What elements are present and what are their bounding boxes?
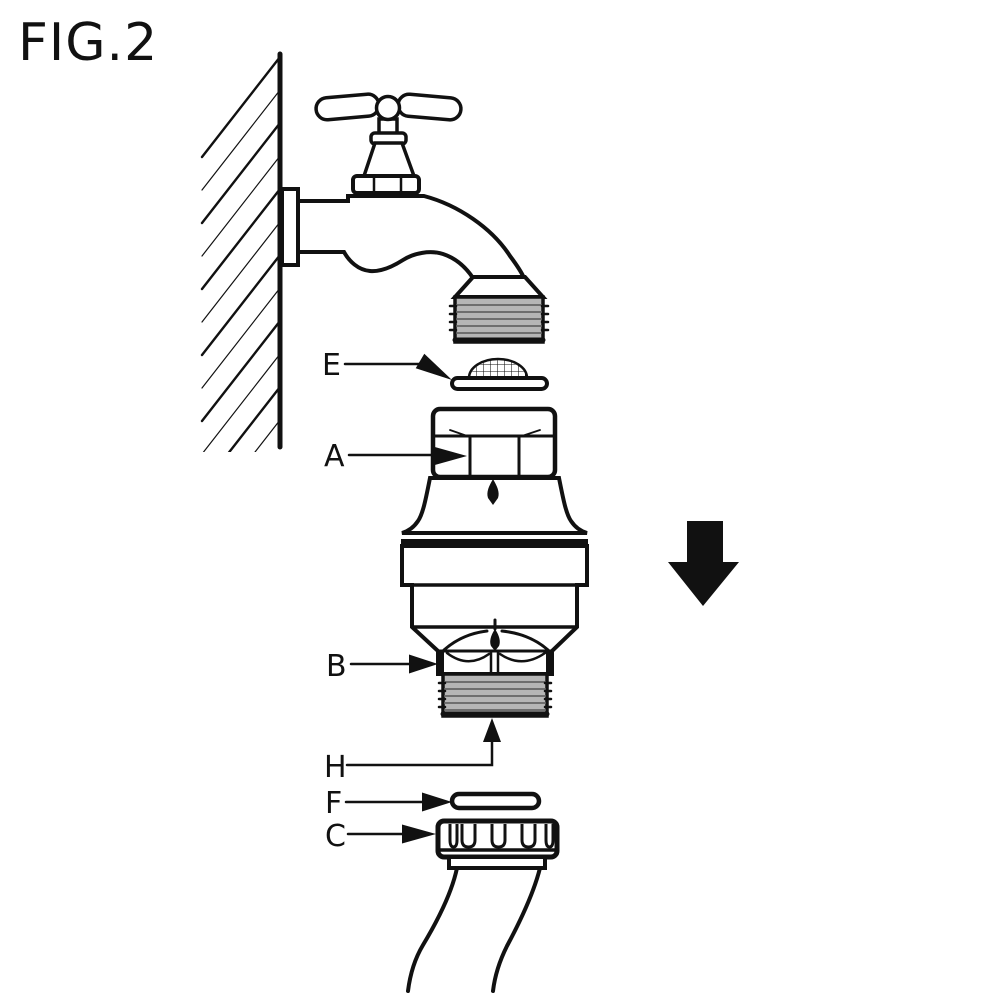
faucet-wall-flange bbox=[280, 187, 300, 267]
faucet-bonnet bbox=[351, 174, 421, 195]
rim-left-tab bbox=[436, 650, 444, 674]
callout-f: F bbox=[325, 786, 452, 821]
part-f-washer bbox=[449, 791, 542, 811]
arrowhead bbox=[409, 654, 438, 674]
valve-main-body bbox=[400, 544, 589, 676]
flow-direction-mark-lower bbox=[490, 629, 500, 651]
arrowhead bbox=[483, 718, 501, 742]
handle-right-wing bbox=[396, 92, 463, 122]
faucet-outlet-shoulder bbox=[450, 275, 548, 299]
callouts: E A B H F C bbox=[322, 348, 501, 854]
part-e-screen-washer bbox=[450, 357, 549, 391]
flat-washer bbox=[449, 791, 542, 811]
screen-dome bbox=[467, 357, 529, 380]
washer-plate bbox=[450, 376, 549, 391]
faucet-handle bbox=[314, 92, 463, 195]
part-c-hose-nut bbox=[435, 818, 560, 870]
arrowhead bbox=[422, 792, 452, 812]
hose-nut-step-ring bbox=[447, 855, 547, 870]
arrowhead bbox=[415, 353, 452, 380]
callout-h: H bbox=[324, 718, 501, 785]
down-arrow-icon bbox=[668, 521, 739, 606]
wall-hatching bbox=[200, 55, 282, 452]
hose bbox=[406, 866, 542, 993]
faucet bbox=[280, 92, 550, 344]
rim-right-tab bbox=[546, 650, 554, 674]
callout-label-a: A bbox=[324, 439, 345, 474]
callout-label-b: B bbox=[326, 649, 347, 684]
valve-shoulder bbox=[401, 476, 588, 535]
callout-label-h: H bbox=[324, 750, 347, 785]
arrowhead bbox=[402, 824, 436, 844]
callout-a: A bbox=[324, 439, 467, 474]
handle-hub bbox=[374, 94, 402, 122]
flow-direction-mark-upper bbox=[487, 479, 499, 505]
callout-label-e: E bbox=[322, 348, 341, 383]
part-h-outlet-threads bbox=[437, 672, 553, 718]
callout-b: B bbox=[326, 649, 438, 684]
handle-left-wing bbox=[314, 92, 381, 122]
callout-e: E bbox=[322, 348, 452, 383]
callout-label-c: C bbox=[325, 819, 346, 854]
valve-hex-cap bbox=[430, 406, 558, 480]
faucet-spout bbox=[296, 194, 528, 280]
faucet-outlet-threads bbox=[448, 295, 550, 344]
handle-cone bbox=[361, 141, 417, 178]
part-a-valve-body bbox=[400, 406, 589, 676]
valve-seal-band bbox=[401, 539, 588, 546]
callout-c: C bbox=[325, 819, 436, 854]
callout-label-f: F bbox=[325, 786, 342, 821]
figure-title: FIG.2 bbox=[18, 13, 158, 73]
arrowhead bbox=[433, 446, 467, 466]
wall bbox=[200, 51, 283, 452]
leader-line bbox=[345, 738, 494, 767]
